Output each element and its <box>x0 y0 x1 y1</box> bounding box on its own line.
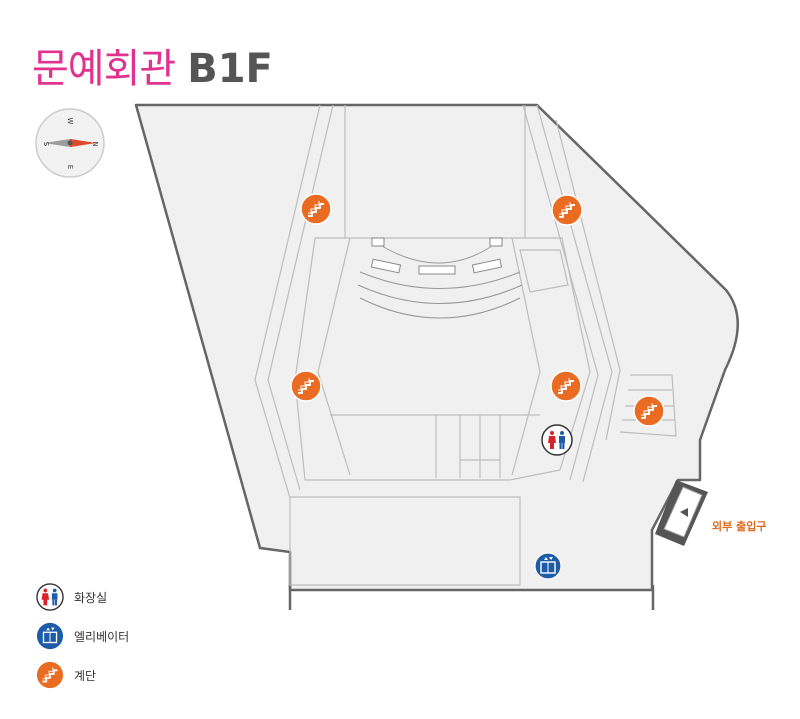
interior-walls <box>254 104 677 586</box>
compass-north: N <box>91 141 99 146</box>
seating-rows <box>357 271 523 319</box>
stairs-icon[interactable] <box>633 395 665 427</box>
compass-south: S <box>42 142 50 147</box>
compass: W E S N <box>35 108 105 178</box>
legend-item-restroom: 화장실 <box>36 578 129 616</box>
stairs-icon <box>36 661 64 689</box>
restroom-icon <box>36 583 64 611</box>
page-title: 문예회관 B1F <box>32 36 273 96</box>
legend-label: 계단 <box>74 668 97 683</box>
compass-east: E <box>66 165 74 169</box>
legend-item-elevator: 엘리베이터 <box>36 617 129 655</box>
stairs-icon[interactable] <box>290 370 322 402</box>
legend-label: 엘리베이터 <box>74 629 130 644</box>
legend-label: 화장실 <box>74 590 108 605</box>
exit-door[interactable] <box>655 480 708 546</box>
restroom-icon[interactable] <box>541 424 573 456</box>
elevator-icon <box>36 622 64 650</box>
elevator-icon[interactable] <box>534 552 562 580</box>
legend: 화장실 엘리베이터 계단 <box>36 578 129 695</box>
exit-label: 외부 출입구 <box>712 520 767 533</box>
stairs-icon[interactable] <box>300 193 332 225</box>
floor-outline <box>134 103 739 592</box>
building-name: 문예회관 <box>32 46 176 92</box>
seating-blocks <box>370 237 503 275</box>
floor-label: B1F <box>187 46 273 92</box>
legend-item-stairs: 계단 <box>36 656 129 694</box>
stairs-icon[interactable] <box>550 370 582 402</box>
stairs-icon[interactable] <box>551 194 583 226</box>
compass-west: W <box>66 118 74 125</box>
